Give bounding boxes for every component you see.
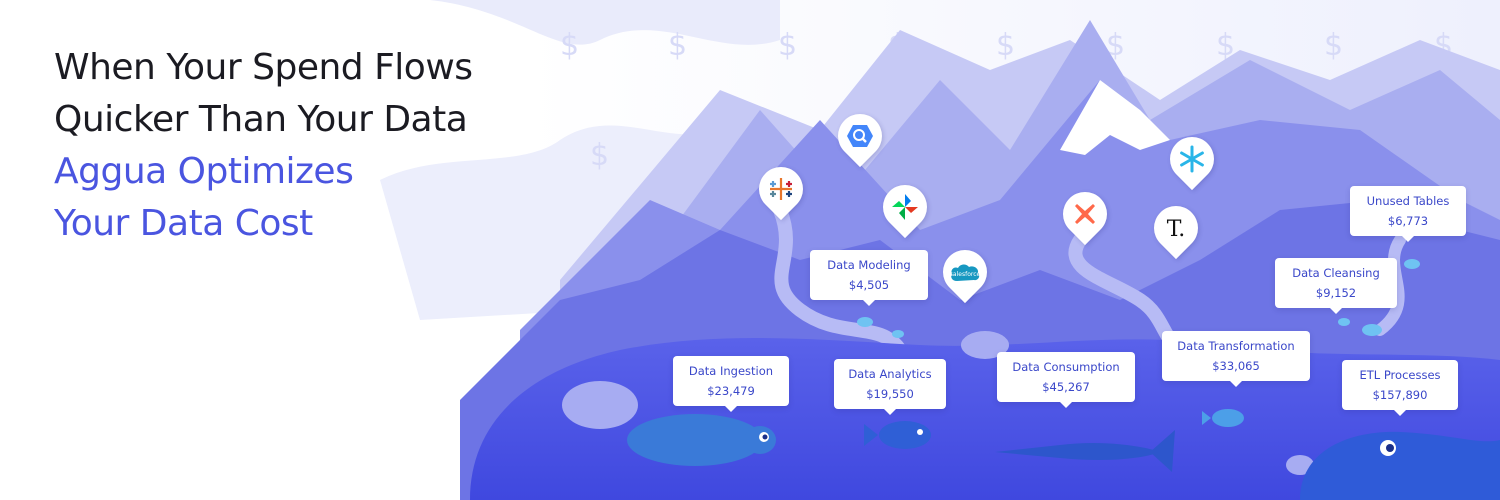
cost-card-data-modeling: Data Modeling $4,505 xyxy=(810,250,928,306)
snowflake-icon xyxy=(1176,143,1208,175)
airflow-pin xyxy=(873,175,937,239)
cost-card-value: $4,505 xyxy=(848,278,890,292)
cost-card-data-cleansing: Data Cleansing $9,152 xyxy=(1275,258,1397,314)
dollar-icon: $ xyxy=(668,28,687,63)
dollar-icon: $ xyxy=(1106,28,1125,63)
dollar-icon: $ xyxy=(996,28,1015,63)
cost-card-label: Data Consumption xyxy=(1012,360,1120,374)
cost-card-label: ETL Processes xyxy=(1359,368,1441,382)
fish-icon xyxy=(864,421,931,449)
cost-card-etl-processes: ETL Processes $157,890 xyxy=(1342,360,1458,416)
cost-card-label: Data Transformation xyxy=(1177,339,1295,353)
cost-card-data-ingestion: Data Ingestion $23,479 xyxy=(673,356,789,412)
airflow-icon xyxy=(889,191,921,223)
dollar-icon: $ xyxy=(778,28,797,63)
cost-card-data-consumption: Data Consumption $45,267 xyxy=(997,352,1135,408)
tableau-pin xyxy=(749,157,813,221)
headline-line-4: Your Data Cost xyxy=(54,203,313,244)
cost-card-value: $19,550 xyxy=(866,387,914,401)
svg-text:T.: T. xyxy=(1167,217,1185,242)
cost-card-value: $9,152 xyxy=(1315,286,1357,300)
headline: When Your Spend Flows Quicker Than Your … xyxy=(54,42,473,250)
dollar-icon: $ xyxy=(1216,28,1235,63)
cost-card-label: Data Modeling xyxy=(827,258,911,272)
snowflake-pin xyxy=(1160,127,1224,191)
cost-card-data-analytics: Data Analytics $19,550 xyxy=(834,359,946,415)
small-fish-icons xyxy=(857,259,1420,338)
dollar-icon: $ xyxy=(1324,28,1343,63)
bigquery-pin xyxy=(828,104,892,168)
cost-card-label: Data Ingestion xyxy=(688,364,774,378)
salesforce-icon: salesforce xyxy=(949,256,981,288)
salesforce-pin: salesforce xyxy=(933,240,997,304)
cost-card-value: $33,065 xyxy=(1212,359,1260,373)
cost-card-value: $45,267 xyxy=(1042,380,1090,394)
svg-text:salesforce: salesforce xyxy=(950,271,981,278)
cost-card-unused-tables: Unused Tables $6,773 xyxy=(1350,186,1466,242)
typedb-pin: T. xyxy=(1144,196,1208,260)
dollar-icon: $ xyxy=(590,138,609,173)
turtle-icon xyxy=(627,414,776,466)
cost-card-value: $23,479 xyxy=(707,384,755,398)
cost-card-label: Data Cleansing xyxy=(1292,266,1380,280)
cost-card-value: $6,773 xyxy=(1387,214,1429,228)
typedb-icon: T. xyxy=(1160,212,1192,244)
dbt-pin xyxy=(1053,182,1117,246)
cost-card-label: Unused Tables xyxy=(1366,194,1450,208)
headline-line-1: When Your Spend Flows xyxy=(54,47,473,88)
swordfish-icon xyxy=(995,430,1175,472)
cost-card-value: $157,890 xyxy=(1372,388,1428,402)
headline-line-2: Quicker Than Your Data xyxy=(54,99,468,140)
tableau-icon xyxy=(765,173,797,205)
cost-card-data-transformation: Data Transformation $33,065 xyxy=(1162,331,1310,387)
cost-card-label: Data Analytics xyxy=(848,367,932,381)
bigquery-icon xyxy=(844,120,876,152)
dollar-icon: $ xyxy=(560,28,579,63)
headline-line-3: Aggua Optimizes xyxy=(54,151,354,192)
fish-icon xyxy=(1202,409,1244,427)
whale-icon xyxy=(1300,431,1500,500)
dbt-icon xyxy=(1069,198,1101,230)
